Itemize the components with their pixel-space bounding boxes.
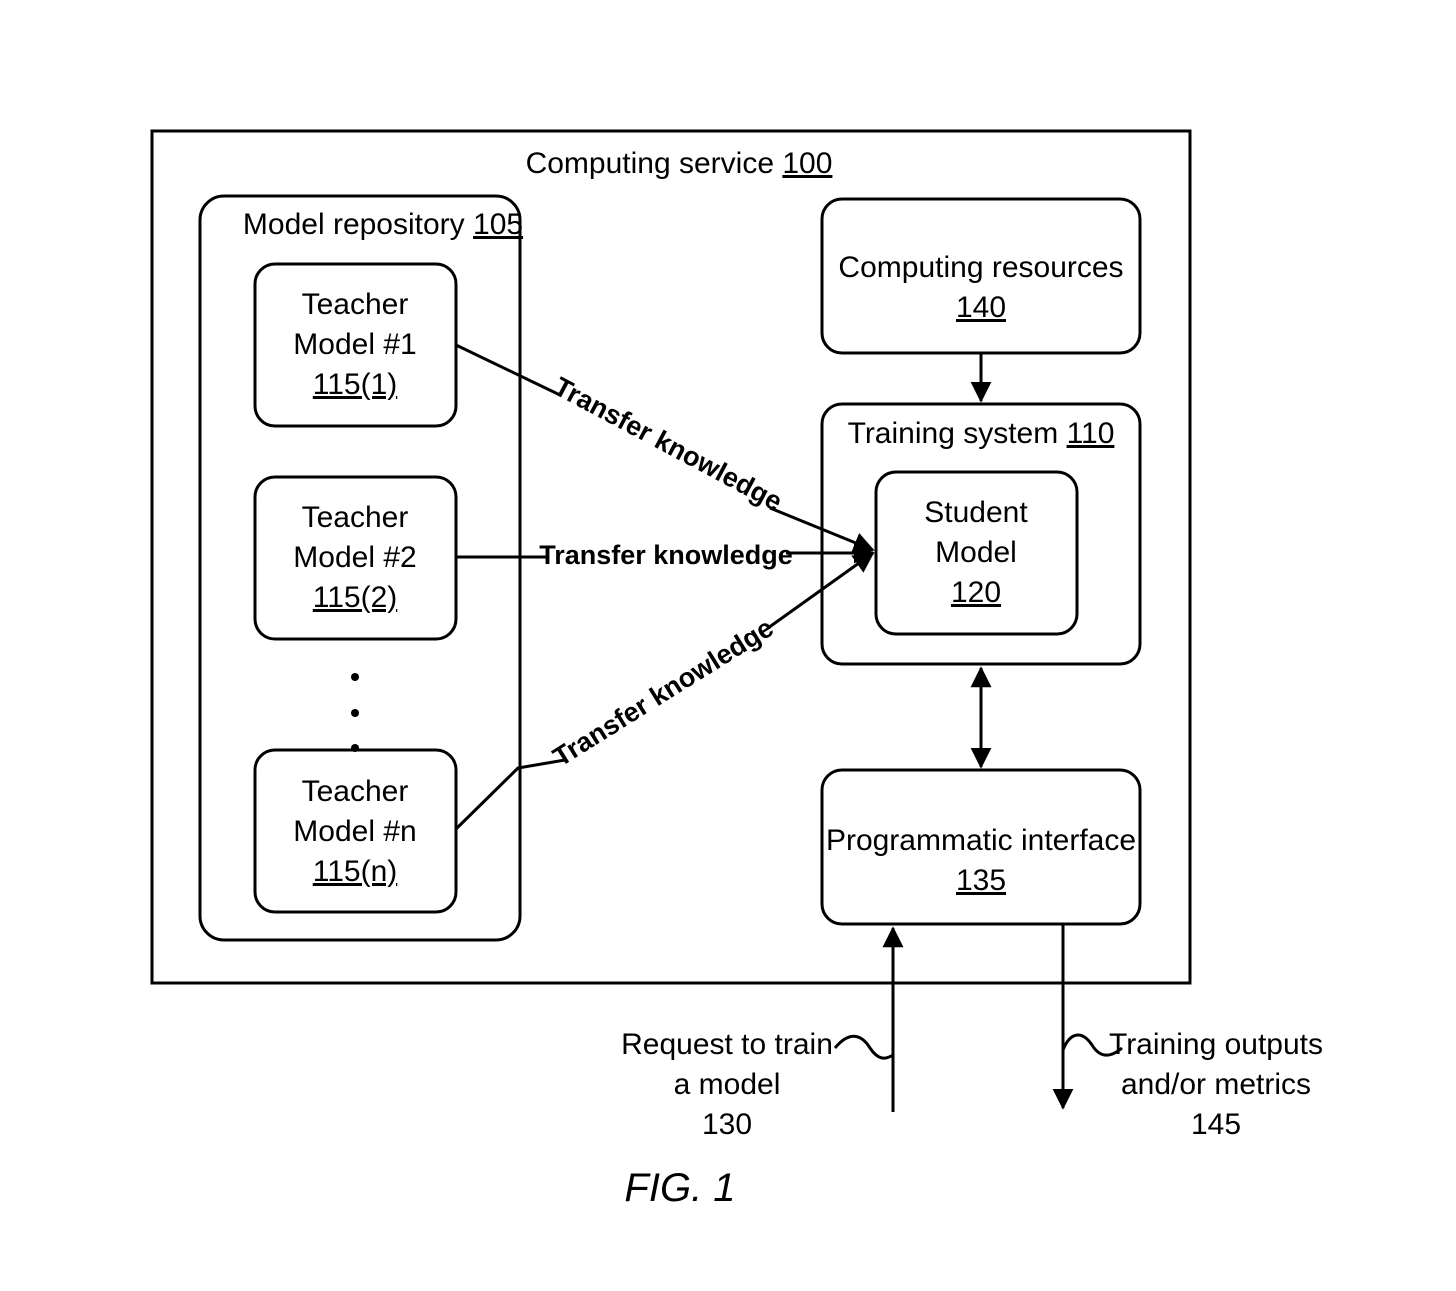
- computing-service-box: [150, 129, 1192, 985]
- model-repository-title: Model repository 105: [243, 208, 523, 241]
- svg-text:Model #2: Model #2: [293, 541, 416, 574]
- ellipsis-dots: [351, 673, 359, 752]
- transfer-label-2: Transfer knowledge: [539, 540, 793, 570]
- svg-text:115(n): 115(n): [313, 855, 398, 888]
- request-leader: [833, 1034, 894, 1060]
- teacher-model-n: Teacher Model #n 115(n): [253, 748, 458, 914]
- svg-text:Model #n: Model #n: [293, 815, 416, 848]
- svg-text:Request to train: Request to train: [621, 1028, 833, 1061]
- student-model-box: Student Model 120: [874, 470, 1079, 636]
- computing-resources-box: Computing resources 140: [820, 197, 1142, 355]
- teacher-model-2: Teacher Model #2 115(2): [253, 475, 458, 641]
- figure-caption: FIG. 1: [624, 1166, 735, 1210]
- transfer-label-3: Transfer knowledge: [548, 612, 779, 772]
- svg-text:115(2): 115(2): [313, 581, 398, 614]
- svg-text:140: 140: [956, 291, 1006, 324]
- outputs-leader: [1061, 1033, 1123, 1057]
- svg-text:Model: Model: [935, 536, 1017, 569]
- programmatic-interface-box: Programmatic interface 135: [820, 768, 1142, 926]
- svg-text:145: 145: [1191, 1108, 1241, 1141]
- svg-text:and/or metrics: and/or metrics: [1121, 1068, 1311, 1101]
- svg-text:Teacher: Teacher: [302, 288, 409, 321]
- svg-text:Computing resources: Computing resources: [838, 251, 1123, 284]
- svg-text:Student: Student: [924, 496, 1028, 529]
- svg-text:Model #1: Model #1: [293, 328, 416, 361]
- training-system-title: Training system 110: [848, 417, 1115, 450]
- svg-text:115(1): 115(1): [313, 368, 398, 401]
- transfer-label-1: Transfer knowledge: [549, 371, 787, 517]
- svg-text:Teacher: Teacher: [302, 501, 409, 534]
- svg-text:Teacher: Teacher: [302, 775, 409, 808]
- svg-text:120: 120: [951, 576, 1001, 609]
- training-system-box: [820, 402, 1142, 666]
- svg-text:135: 135: [956, 864, 1006, 897]
- svg-text:a model: a model: [674, 1068, 781, 1101]
- computing-service-title: Computing service 100: [526, 147, 833, 180]
- transfer-arrow-2: Transfer knowledge: [456, 540, 875, 570]
- svg-text:Training outputs: Training outputs: [1109, 1028, 1323, 1061]
- model-repository-box: [198, 194, 522, 942]
- request-label: Request to train a model 130: [621, 1028, 833, 1141]
- outputs-label: Training outputs and/or metrics 145: [1109, 1028, 1323, 1141]
- svg-text:130: 130: [702, 1108, 752, 1141]
- teacher-model-1: Teacher Model #1 115(1): [253, 262, 458, 428]
- svg-text:Programmatic interface: Programmatic interface: [826, 824, 1136, 857]
